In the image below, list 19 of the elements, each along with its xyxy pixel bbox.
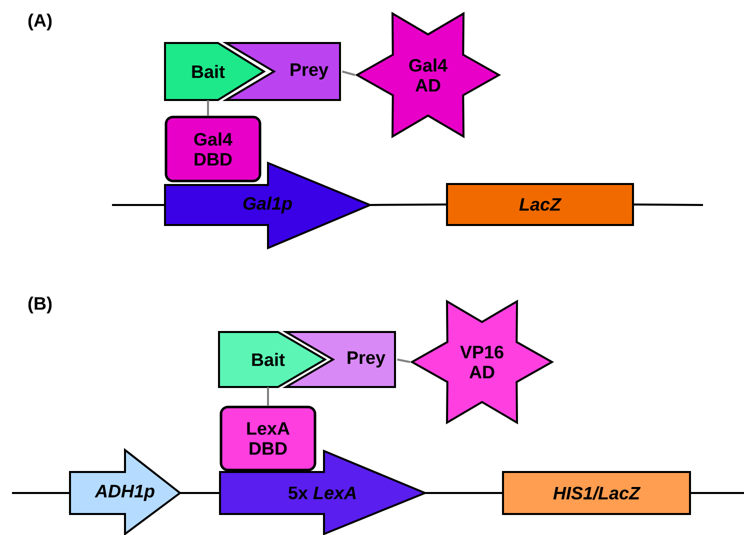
linker-line <box>397 358 410 363</box>
activation-domain-star: Gal4 AD <box>354 12 502 138</box>
binding-domain-box: LexA DBD <box>220 406 316 472</box>
binding-domain-box: Gal4 DBD <box>164 116 262 182</box>
panel-label: (A) <box>28 14 52 30</box>
dna-line <box>634 204 703 206</box>
dna-line <box>180 492 220 494</box>
dna-line <box>12 492 70 494</box>
linker-line <box>342 70 356 76</box>
dna-line <box>112 204 165 206</box>
linker-line <box>207 100 209 116</box>
panel-label: (B) <box>28 296 52 314</box>
activation-domain-star: VP16 AD <box>410 300 554 424</box>
gene-box: HIS1/LacZ <box>502 471 691 515</box>
dna-line <box>370 204 446 206</box>
gene-box: LacZ <box>446 183 634 226</box>
dna-line <box>691 492 744 494</box>
linker-line <box>267 387 269 406</box>
dna-line <box>425 492 502 494</box>
